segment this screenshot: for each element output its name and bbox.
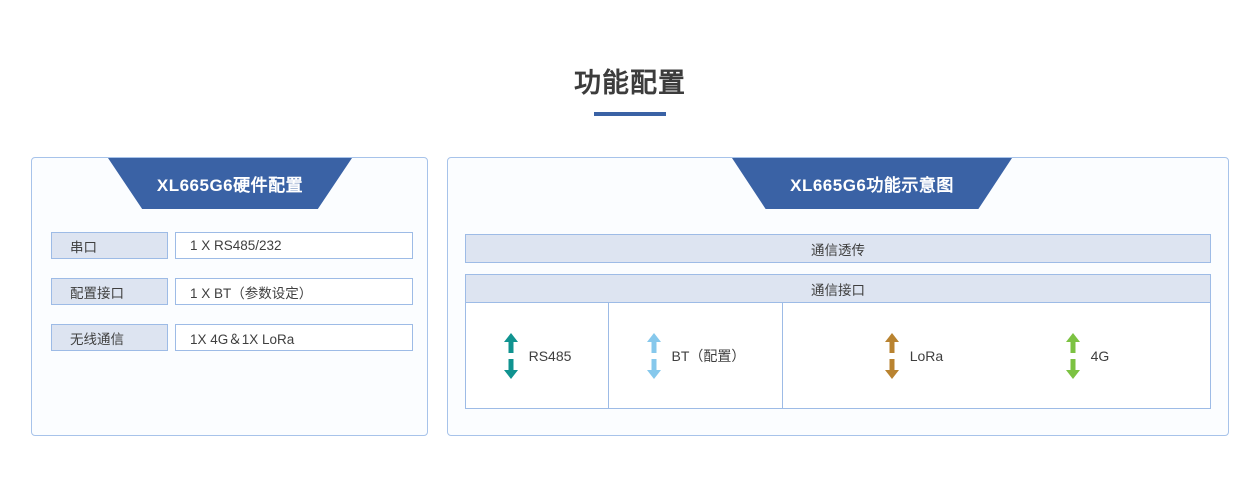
band-spacer <box>465 263 1211 274</box>
table-row: 串口 1 X RS485/232 <box>51 232 413 259</box>
double-arrow-icon <box>646 332 662 379</box>
interface-grid: RS485 BT（配置） <box>465 303 1211 409</box>
spec-value-serial: 1 X RS485/232 <box>175 232 413 259</box>
list-item: LoRa <box>884 332 944 379</box>
function-diagram: 通信透传 通信接口 RS485 <box>465 234 1211 409</box>
interface-cell-bt: BT（配置） <box>609 303 783 408</box>
function-diagram-card: XL665G6功能示意图 通信透传 通信接口 RS485 <box>447 157 1229 436</box>
band-communication-interface: 通信接口 <box>465 274 1211 303</box>
interface-label-4g: 4G <box>1090 347 1110 364</box>
list-item: RS485 <box>503 332 572 379</box>
table-row: 配置接口 1 X BT（参数设定） <box>51 278 413 305</box>
spec-value-config-interface: 1 X BT（参数设定） <box>175 278 413 305</box>
title-underline <box>594 112 666 116</box>
page-title-block: 功能配置 <box>0 66 1260 116</box>
interface-label-bt: BT（配置） <box>671 347 746 364</box>
spec-label-config-interface: 配置接口 <box>51 278 168 305</box>
double-arrow-icon <box>1065 332 1081 379</box>
hardware-spec-list: 串口 1 X RS485/232 配置接口 1 X BT（参数设定） 无线通信 … <box>51 232 413 351</box>
hardware-config-card: XL665G6硬件配置 串口 1 X RS485/232 配置接口 1 X BT… <box>31 157 428 436</box>
double-arrow-icon <box>884 332 900 379</box>
spec-label-wireless: 无线通信 <box>51 324 168 351</box>
interface-label-lora: LoRa <box>909 347 944 364</box>
table-row: 无线通信 1X 4G＆1X LoRa <box>51 324 413 351</box>
interface-label-rs485: RS485 <box>528 347 572 364</box>
spec-label-serial: 串口 <box>51 232 168 259</box>
interface-cell-wireless: LoRa 4G <box>783 303 1210 408</box>
double-arrow-icon <box>503 332 519 379</box>
band-transparent-transmission: 通信透传 <box>465 234 1211 263</box>
list-item: 4G <box>1065 332 1110 379</box>
spec-value-wireless: 1X 4G＆1X LoRa <box>175 324 413 351</box>
hardware-config-banner: XL665G6硬件配置 <box>108 158 352 209</box>
interface-cell-rs485: RS485 <box>466 303 609 408</box>
function-diagram-banner: XL665G6功能示意图 <box>732 158 1012 209</box>
page-title: 功能配置 <box>574 68 686 98</box>
list-item: BT（配置） <box>646 332 746 379</box>
